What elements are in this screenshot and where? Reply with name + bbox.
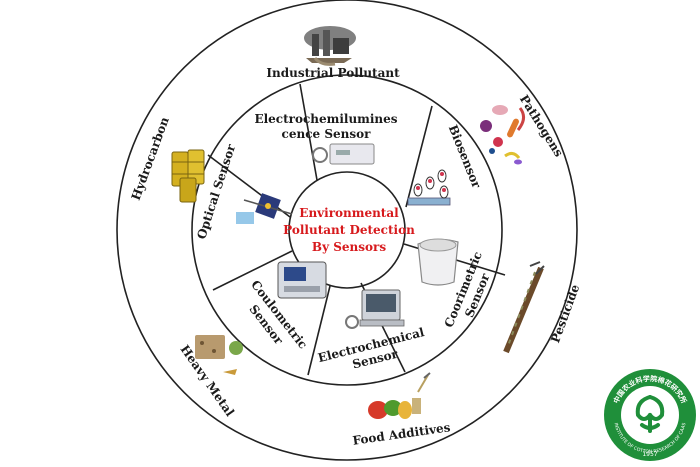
food-icon bbox=[368, 372, 431, 419]
ecl-instrument-icon bbox=[312, 143, 375, 165]
center-title-line-3: By Sensors bbox=[312, 240, 386, 254]
label-ecl-sensor-line-1: Electrochemilumines bbox=[254, 112, 397, 126]
biosensor-array-icon bbox=[407, 169, 451, 206]
label-pathogens: Pathogens bbox=[517, 92, 566, 159]
logo-year: 1957 bbox=[642, 451, 657, 458]
middle-ring bbox=[191, 74, 503, 386]
institute-logo: 中国农业科学院棉花研究所 INSTITUTE OF COTTON RESEARC… bbox=[604, 369, 696, 461]
label-ecl-sensor-line-2: cence Sensor bbox=[282, 127, 372, 141]
center-circle bbox=[288, 171, 406, 289]
electrochemical-instrument-icon bbox=[345, 289, 405, 329]
heavy-metal-icon bbox=[195, 335, 243, 375]
factory-icon bbox=[304, 26, 356, 66]
plant-icon bbox=[503, 261, 545, 354]
center-title-line-2: Pollutant Detection bbox=[283, 223, 415, 237]
coulometric-instrument-icon bbox=[277, 261, 327, 299]
center-title-line-1: Environmental bbox=[299, 206, 399, 220]
hydrocarbon-barrels-icon bbox=[171, 149, 205, 203]
bacteria-icon bbox=[480, 105, 525, 165]
label-industrial-pollutant: Industrial Pollutant bbox=[266, 66, 400, 80]
center-title: Environmental Pollutant Detection By Sen… bbox=[283, 206, 415, 254]
optical-sensor-icon bbox=[236, 193, 293, 224]
logo-cotton-emblem-icon bbox=[635, 395, 665, 433]
colorimeter-icon bbox=[417, 238, 459, 286]
outer-ring bbox=[116, 0, 578, 461]
label-hydrocarbon: Hydrocarbon bbox=[129, 115, 172, 202]
label-pesticide: Pesticide bbox=[548, 282, 582, 345]
label-biosensor: Biosensor bbox=[446, 123, 484, 191]
label-food-additives: Food Additives bbox=[352, 420, 452, 448]
